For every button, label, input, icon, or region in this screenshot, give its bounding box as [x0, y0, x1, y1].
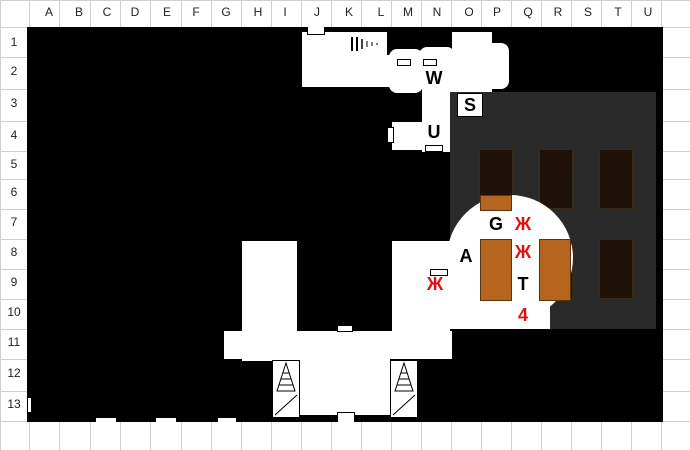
row-label: 13	[7, 397, 21, 411]
col-label: A	[44, 5, 53, 19]
door[interactable]	[307, 27, 325, 35]
hazard-icon[interactable]: Ж	[514, 242, 532, 262]
col-label: I	[283, 5, 287, 19]
crate[interactable]	[539, 239, 571, 301]
col-label: M	[403, 5, 413, 19]
row-label: 4	[10, 128, 18, 142]
door[interactable]	[27, 397, 32, 413]
stairs-icon[interactable]	[272, 360, 300, 418]
marker-t[interactable]: T	[517, 274, 529, 294]
marker-g[interactable]: G	[488, 214, 503, 234]
door[interactable]	[430, 269, 448, 276]
col-label: B	[74, 5, 83, 19]
col-label: H	[253, 5, 263, 19]
door[interactable]	[337, 325, 353, 332]
debris	[479, 43, 509, 89]
dark-window	[599, 149, 633, 209]
dark-window	[599, 239, 633, 299]
dungeon-map[interactable]: W S U G A T 4 Ж Ж Ж	[27, 27, 663, 422]
door[interactable]	[423, 59, 437, 66]
door[interactable]	[217, 417, 237, 422]
hazard-icon[interactable]: Ж	[426, 274, 444, 294]
door[interactable]	[425, 145, 443, 152]
row-label: 5	[10, 157, 18, 171]
vent-icon	[350, 36, 384, 52]
row-label: 2	[10, 64, 18, 78]
crate[interactable]	[480, 195, 512, 211]
col-label: T	[614, 5, 622, 19]
col-label: R	[553, 5, 563, 19]
row-label: 11	[7, 335, 21, 349]
row-label: 7	[10, 215, 18, 229]
col-label: U	[643, 5, 653, 19]
door[interactable]	[387, 127, 394, 143]
col-label: P	[492, 5, 501, 19]
room-lower-mid	[392, 241, 450, 331]
col-label: O	[464, 5, 474, 19]
door[interactable]	[337, 412, 355, 422]
row-label: 6	[10, 185, 18, 199]
col-label: L	[377, 5, 385, 19]
hazard-icon[interactable]: Ж	[514, 214, 532, 234]
door[interactable]	[397, 59, 411, 66]
room-top-left	[302, 32, 387, 87]
row-label: 9	[10, 275, 18, 289]
col-label: S	[583, 5, 592, 19]
corridor-bottom	[224, 331, 452, 359]
crate[interactable]	[480, 239, 512, 301]
col-label: E	[162, 5, 171, 19]
debris	[389, 49, 423, 93]
row-label: 1	[10, 35, 18, 49]
stairs-icon[interactable]	[390, 360, 418, 418]
marker-u[interactable]: U	[427, 122, 441, 142]
col-label: J	[314, 5, 320, 19]
col-label: D	[130, 5, 140, 19]
col-label: F	[192, 5, 200, 19]
col-label: Q	[523, 5, 533, 19]
marker-a[interactable]: A	[459, 246, 473, 266]
marker-w[interactable]: W	[425, 68, 443, 88]
row-label: 8	[10, 245, 18, 259]
marker-s[interactable]: S	[457, 93, 483, 117]
dark-window	[539, 149, 573, 209]
row-label: 10	[7, 305, 21, 319]
col-label: K	[344, 5, 353, 19]
row-label: 12	[7, 366, 21, 380]
col-label: C	[102, 5, 112, 19]
door[interactable]	[95, 417, 117, 422]
col-label: N	[432, 5, 442, 19]
door[interactable]	[155, 417, 177, 422]
col-label: G	[221, 5, 231, 19]
marker-4[interactable]: 4	[517, 305, 528, 325]
row-label: 3	[10, 96, 18, 110]
